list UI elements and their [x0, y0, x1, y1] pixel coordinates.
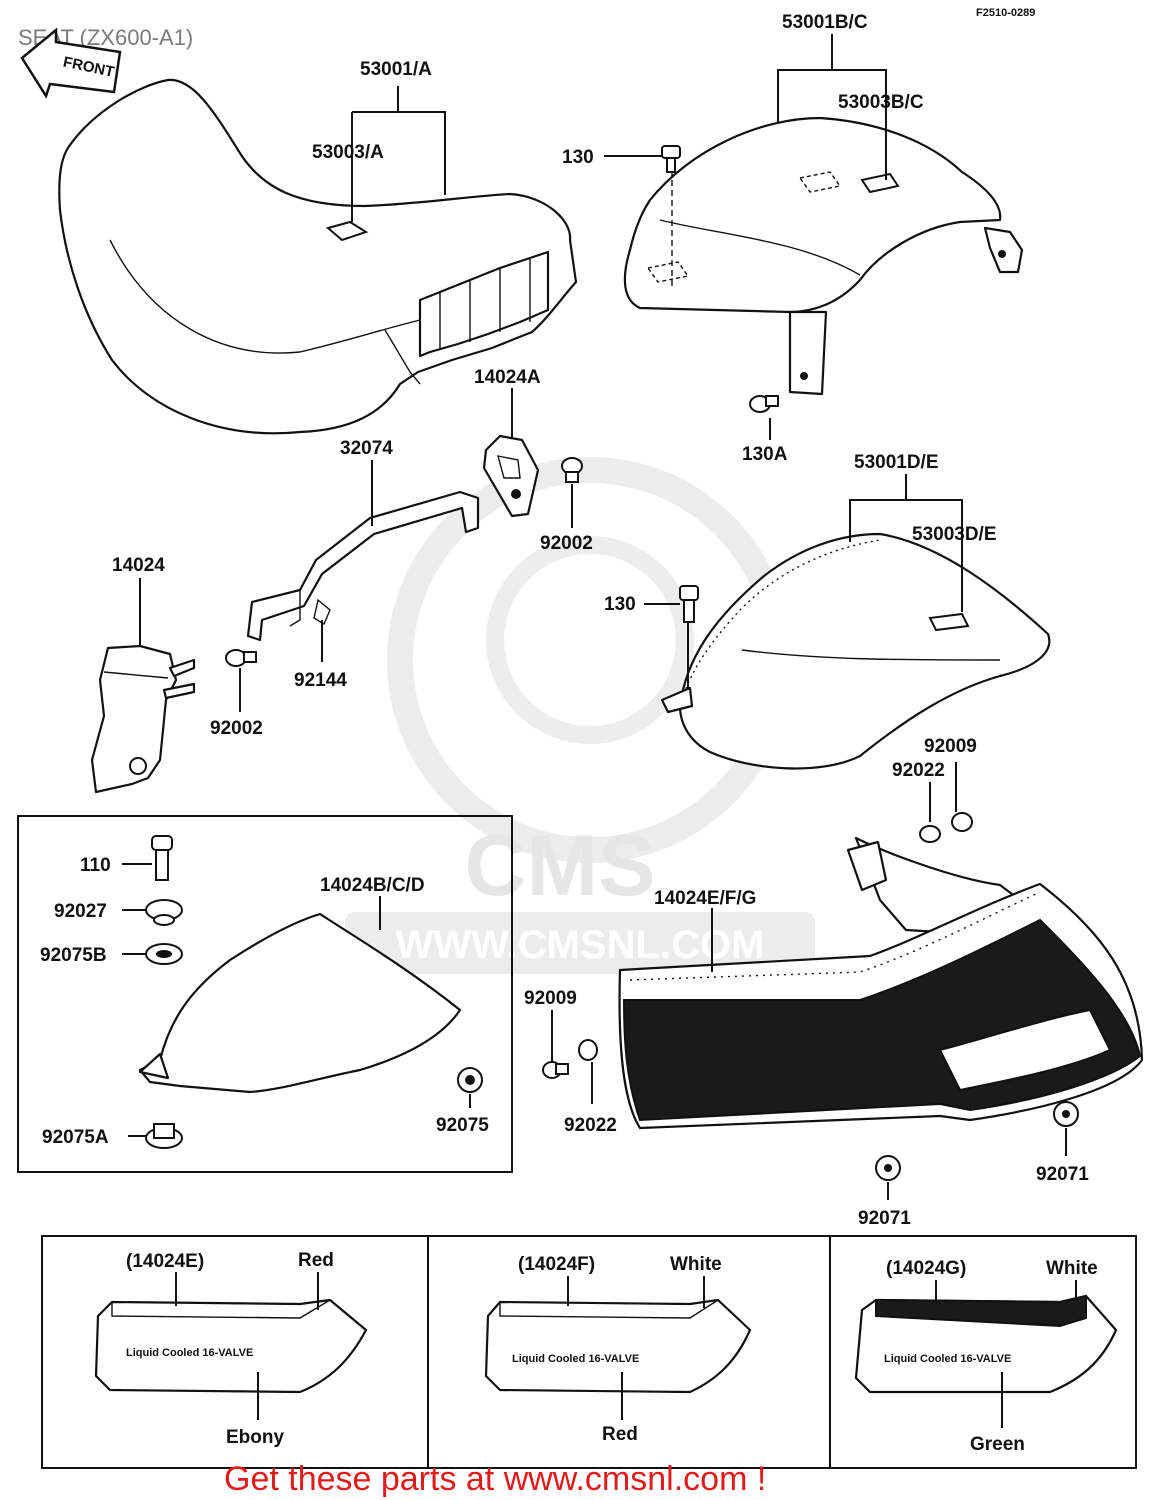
label-92071-right: 92071 [1036, 1164, 1089, 1185]
label-92075a: 92075A [42, 1127, 109, 1148]
bracket-32074-part[interactable] [246, 490, 480, 642]
variant-f-code: (14024F) [518, 1254, 595, 1275]
screw-92002-right-icon[interactable] [561, 457, 583, 483]
leader-lines-rear-seat [604, 34, 887, 440]
label-110: 110 [80, 855, 111, 876]
leader-lines-seat-de [644, 474, 963, 690]
nut-92071-low-icon[interactable] [875, 1155, 901, 1181]
leader-92009-92022-top [929, 762, 957, 822]
variant-14024f[interactable]: (14024F) White Red Liquid Cooled 16-VALV… [484, 1254, 752, 1445]
nut-92022-top-icon[interactable] [919, 825, 941, 843]
seat-53001de-part[interactable] [660, 532, 1051, 770]
variant-g-code: (14024G) [886, 1258, 966, 1279]
label-92009-top: 92009 [924, 736, 977, 757]
grommet-92027-icon[interactable] [145, 899, 183, 926]
collar-92075b-icon[interactable] [145, 943, 183, 965]
label-92022-top: 92022 [892, 760, 945, 781]
color-variants-box [41, 1235, 1137, 1469]
variant-g-stripe: White [1046, 1258, 1098, 1279]
variant-e-body: Ebony [226, 1427, 284, 1448]
front-seat-part[interactable] [58, 78, 578, 435]
footer-cta-link[interactable]: Get these parts at www.cmsnl.com ! [224, 1460, 766, 1498]
variant-e-stripe: Red [298, 1250, 334, 1271]
variant-e-code: (14024E) [126, 1251, 204, 1272]
label-92002-right: 92002 [540, 533, 593, 554]
label-53001-bc: 53001B/C [782, 12, 868, 33]
label-53003-bc: 53003B/C [838, 92, 924, 113]
label-14024a: 14024A [474, 367, 541, 388]
bolt-110-icon[interactable] [151, 835, 173, 881]
grommet-92075-icon[interactable] [457, 1067, 483, 1093]
bolt-130a-icon[interactable] [749, 395, 779, 413]
label-92144: 92144 [294, 670, 347, 691]
cover-14024efg-part[interactable] [618, 836, 1144, 1130]
label-92022-low: 92022 [564, 1115, 617, 1136]
watermark-url: WWW.CMSNL.COM [396, 923, 765, 967]
label-53001-a: 53001/A [360, 59, 432, 80]
diagram-ref-code: F2510-0289 [976, 7, 1035, 19]
label-53001-de: 53001D/E [854, 452, 939, 473]
label-130-top: 130 [562, 147, 594, 168]
screw-92002-left-icon[interactable] [225, 649, 257, 667]
watermark: CMS WWW.CMSNL.COM [345, 457, 815, 974]
cover-14024-part[interactable] [90, 644, 196, 794]
label-130-mid: 130 [604, 594, 636, 615]
watermark-brand: CMS [464, 818, 655, 914]
leader-92009-92022-low [551, 1010, 593, 1104]
rear-seat-part[interactable] [623, 116, 1024, 396]
label-92002-left: 92002 [210, 718, 263, 739]
bolt-130-mid-icon[interactable] [679, 585, 699, 623]
leader-lines-front-seat [351, 86, 446, 222]
label-32074: 32074 [340, 438, 393, 459]
label-92071-low: 92071 [858, 1208, 911, 1229]
cover-14024bcd-part[interactable] [138, 912, 462, 1094]
variant-14024g[interactable]: (14024G) White Green Liquid Cooled 16-VA… [854, 1258, 1118, 1455]
label-14024: 14024 [112, 555, 165, 576]
grommet-92075a-icon[interactable] [145, 1123, 183, 1149]
variant-f-decal: Liquid Cooled 16-VALVE [512, 1353, 639, 1365]
bolt-130-top-icon[interactable] [661, 145, 681, 173]
variant-e-decal: Liquid Cooled 16-VALVE [126, 1347, 253, 1359]
label-53003-de: 53003D/E [912, 524, 997, 545]
label-53003-a: 53003/A [312, 142, 384, 163]
label-92009-low: 92009 [524, 988, 577, 1009]
front-arrow-icon: FRONT [20, 27, 122, 99]
variant-g-body: Green [970, 1434, 1025, 1455]
label-14024efg: 14024E/F/G [654, 888, 756, 909]
label-92075: 92075 [436, 1115, 489, 1136]
label-92075b: 92075B [40, 945, 107, 966]
washer-92022-low-icon[interactable] [578, 1039, 598, 1061]
nut-92009-top-icon[interactable] [951, 812, 973, 832]
variant-f-body: Red [602, 1424, 638, 1445]
inset-box-14024bcd [17, 815, 513, 1173]
nut-92071-right-icon[interactable] [1053, 1101, 1079, 1127]
bracket-14024a-part[interactable] [482, 434, 540, 518]
variant-f-stripe: White [670, 1254, 722, 1275]
variant-14024e[interactable]: (14024E) Red Ebony Liquid Cooled 16-VALV… [94, 1250, 368, 1448]
label-92027: 92027 [54, 901, 107, 922]
screw-92009-low-icon[interactable] [542, 1061, 569, 1079]
label-14024bcd: 14024B/C/D [320, 875, 425, 896]
variant-g-decal: Liquid Cooled 16-VALVE [884, 1353, 1011, 1365]
label-130a: 130A [742, 444, 788, 465]
